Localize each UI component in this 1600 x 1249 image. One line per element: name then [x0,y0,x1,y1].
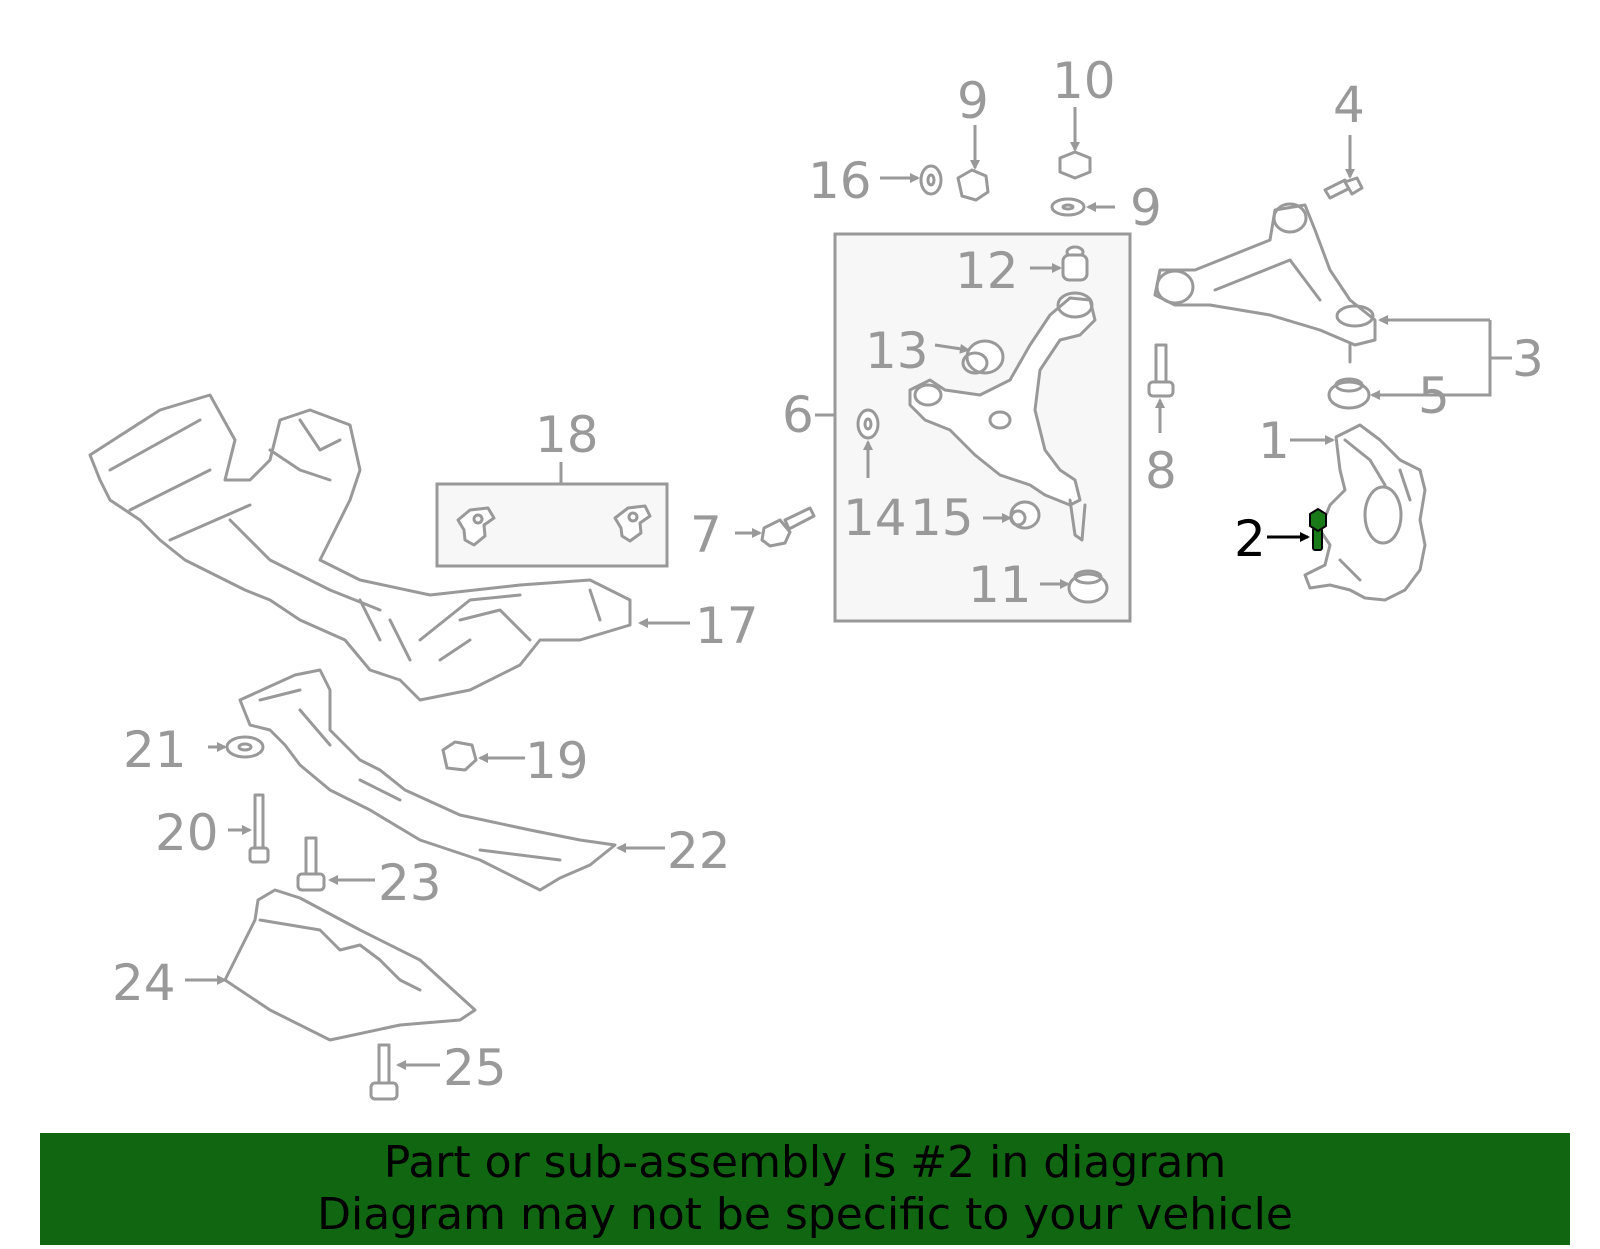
lower-control-arm-part [908,291,1097,542]
washer-part-9b [1050,197,1086,217]
bolt-part-4 [1323,176,1364,200]
washer-part-14 [856,408,880,440]
callout-13: 13 [865,322,929,380]
callout-23: 23 [378,854,442,912]
callout-12: 12 [955,242,1019,300]
nut-part-19 [441,740,478,772]
callout-8: 8 [1145,442,1177,500]
callout-19: 19 [525,732,589,790]
clip-part-18-left [456,506,496,547]
nut-part-9a [956,168,990,202]
callout-22: 22 [667,822,731,880]
callout-9a: 9 [957,72,989,130]
bolt-part-8 [1147,343,1175,398]
callout-21: 21 [123,721,187,779]
callout-20: 20 [155,804,219,862]
info-banner: Part or sub-assembly is #2 in diagram Di… [40,1133,1570,1245]
callout-1: 1 [1258,412,1290,470]
subframe-crossmember-part [88,393,632,702]
boot-part-5 [1327,377,1371,410]
bushing-part-15 [1009,500,1041,530]
bolt-part-7 [760,506,816,548]
splash-shield-part [223,888,477,1042]
upper-control-arm-part [1153,202,1377,364]
callout-11: 11 [968,556,1032,614]
stiffener-bar-part [238,668,617,892]
banner-line-2: Diagram may not be specific to your vehi… [317,1189,1293,1240]
bushing-part-12 [1061,245,1089,282]
bushing-part-13 [961,339,1005,375]
callout-4: 4 [1333,76,1365,134]
callout-15: 15 [910,489,974,547]
callout-10: 10 [1052,52,1116,110]
callout-7: 7 [690,506,722,564]
callout-6: 6 [782,386,814,444]
boot-part-11 [1067,569,1109,604]
callout-3: 3 [1512,330,1544,388]
callout-25: 25 [443,1039,507,1097]
highlighted-bolt-part-2 [1309,507,1327,551]
callout-9b: 9 [1130,179,1162,237]
callout-5: 5 [1418,367,1450,425]
washer-part-16 [919,164,943,196]
clip-part-18-right [613,504,652,543]
bolt-part-23 [296,836,326,892]
callout-2: 2 [1234,510,1266,568]
callout-14: 14 [843,489,907,547]
bolt-part-25 [369,1043,399,1101]
nut-part-10 [1058,150,1092,180]
callout-16: 16 [808,152,872,210]
callout-17: 17 [695,597,759,655]
steering-knuckle-part [1303,423,1427,602]
bolt-part-20 [248,793,270,864]
washer-part-21 [225,735,265,759]
leader-lines [185,107,1512,1070]
callout-24: 24 [112,954,176,1012]
banner-line-1: Part or sub-assembly is #2 in diagram [383,1137,1227,1188]
callout-18: 18 [535,406,599,464]
